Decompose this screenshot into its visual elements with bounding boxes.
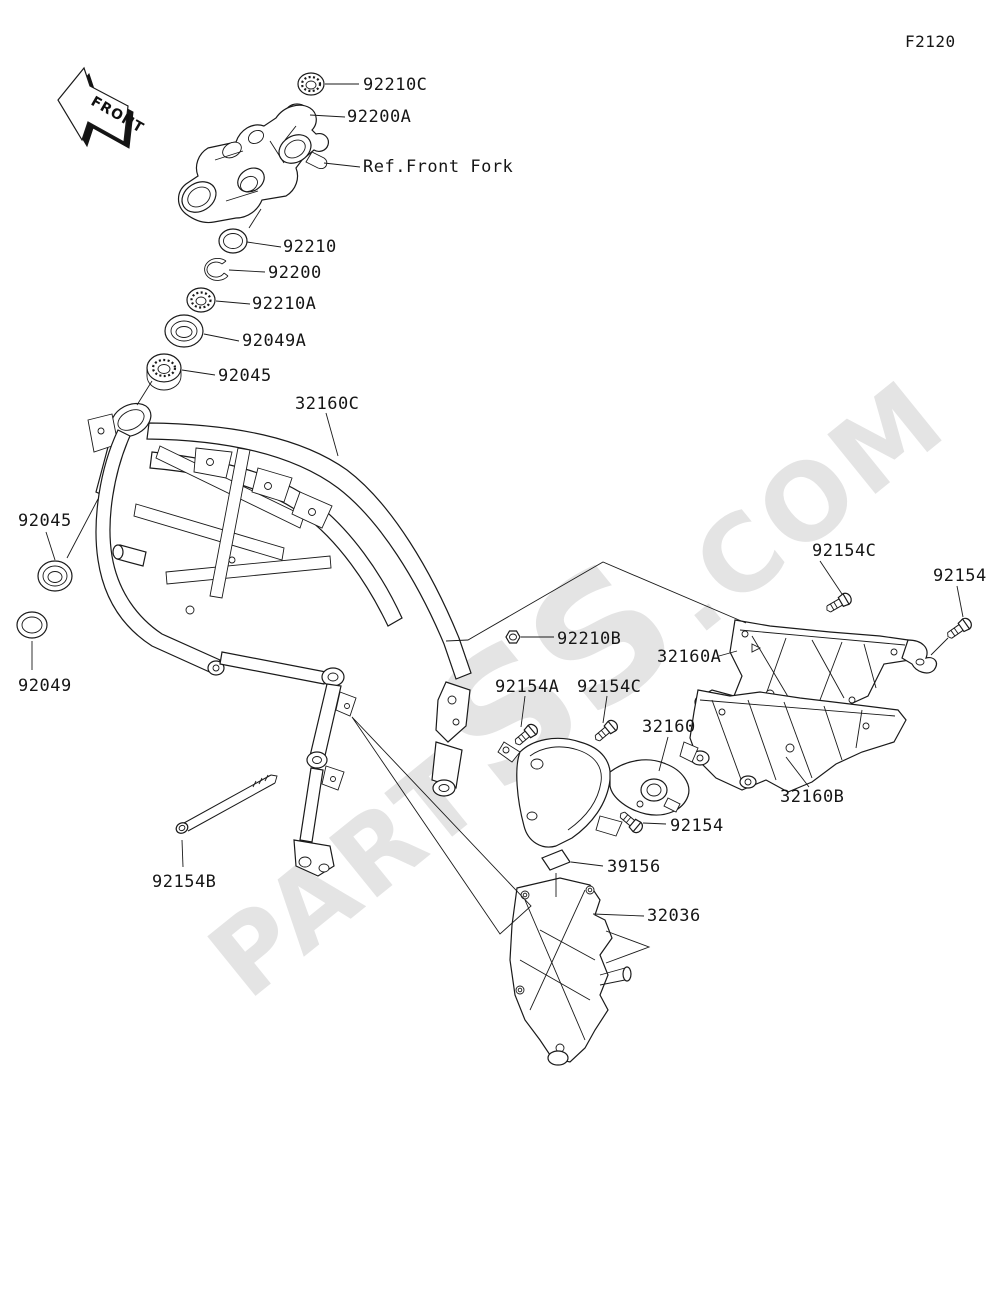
- bolt-92154A: [514, 723, 539, 746]
- callout-92154A: 92154A: [495, 677, 559, 697]
- page-code: F2120: [905, 32, 956, 51]
- frame-assembly-32160C: [87, 402, 472, 877]
- ring-92049-left: [16, 611, 48, 639]
- callout-92210: 92210: [283, 237, 337, 257]
- nut-92210B: [505, 630, 521, 644]
- callout-32160: 32160: [642, 717, 696, 737]
- callout-92210A: 92210A: [252, 294, 316, 314]
- bearing-92210A: [186, 287, 216, 313]
- callout-92210B: 92210B: [557, 629, 621, 649]
- callout-32160B: 32160B: [780, 787, 844, 807]
- bracket-32036: [509, 877, 632, 1066]
- callout-92200A: 92200A: [347, 107, 411, 127]
- watermark-com: .COM: [637, 356, 968, 656]
- snap-ring-92200: [204, 257, 229, 281]
- callout-92154B: 92154B: [152, 872, 216, 892]
- bearing-92045-top: [146, 353, 182, 391]
- callout-32160A: 32160A: [657, 647, 721, 667]
- callout-92154C-mid: 92154C: [577, 677, 641, 697]
- bracket-hook: [901, 639, 938, 674]
- callout-92154C-right: 92154C: [812, 541, 876, 561]
- callout-39156: 39156: [607, 857, 661, 877]
- callout-92045-left: 92045: [18, 511, 72, 531]
- cover-32160: [497, 737, 690, 848]
- callout-92154-right: 92154: [933, 566, 987, 586]
- callout-92210C: 92210C: [363, 75, 427, 95]
- bolt-92154C-mid: [594, 719, 619, 742]
- front-direction-arrow: FRONT: [57, 66, 147, 149]
- callout-92200: 92200: [268, 263, 322, 283]
- clamp-tab: [305, 151, 328, 170]
- callout-92049: 92049: [18, 676, 72, 696]
- callout-92045-top: 92045: [218, 366, 272, 386]
- callout-32160C: 32160C: [295, 394, 359, 414]
- callout-92154-mid: 92154: [670, 816, 724, 836]
- callout-32036: 32036: [647, 906, 701, 926]
- callout-92049A: 92049A: [242, 331, 306, 351]
- locator-wedges: [351, 561, 747, 964]
- bracket-32160B: [679, 689, 907, 793]
- bearing-92210C: [297, 72, 325, 96]
- bolt-92154C-right: [826, 592, 852, 613]
- triple-clamp: [177, 104, 329, 224]
- seal-92045-left: [37, 560, 73, 592]
- ring-92210: [218, 228, 248, 254]
- plate-39156: [541, 849, 571, 871]
- seal-92049A: [164, 314, 204, 348]
- bolt-92154-mid: [619, 811, 644, 834]
- front-arrow-body: [57, 66, 129, 143]
- bolt-92154-right: [947, 617, 972, 639]
- callout-labels: 92210C 92200A Ref.Front Fork 92210 92200…: [18, 75, 987, 926]
- callout-ref-front-fork: Ref.Front Fork: [363, 157, 513, 177]
- leader-lines: [31, 83, 964, 917]
- bolt-92154B: [175, 774, 278, 834]
